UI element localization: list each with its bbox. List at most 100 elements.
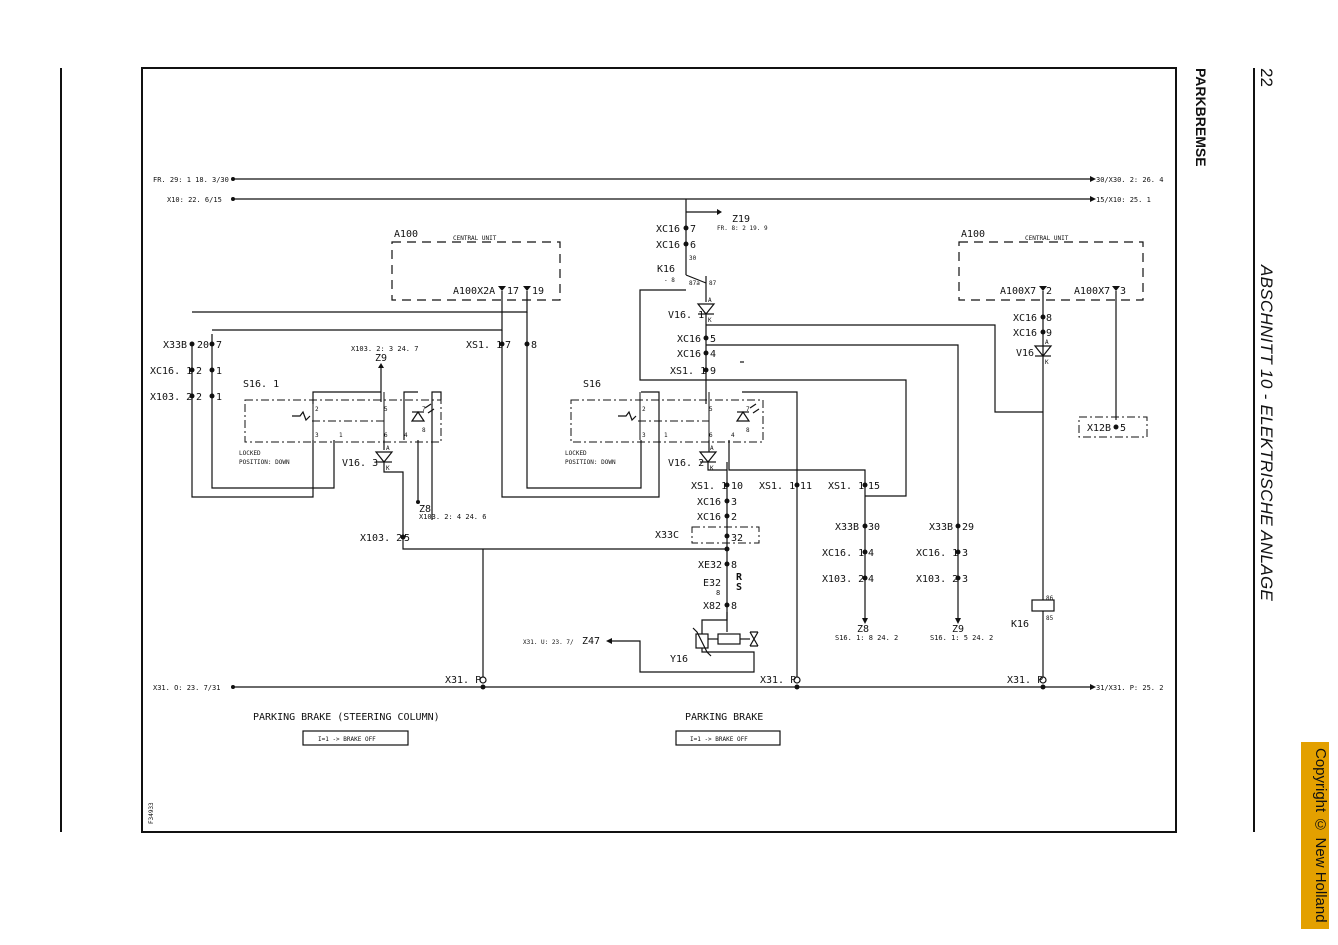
svg-text:A: A (1045, 339, 1049, 346)
z47-ref: X31. U: 23. 7/ (523, 639, 574, 646)
s16-locked-1: LOCKED (565, 450, 587, 457)
a100-left-pin-a: A100X2A (453, 286, 495, 297)
a100-right-pin-a: A100X7 (1000, 286, 1036, 297)
a100-left-unit: A100 CENTRAL UNIT A100X2A 17 19 (391, 229, 561, 301)
x103-2-lower-pin: 5 (404, 533, 410, 544)
xc16-g-pin: 8 (1046, 313, 1052, 324)
a100-left-caption: CENTRAL UNIT (453, 235, 497, 242)
svg-text:3: 3 (642, 432, 646, 439)
copyright-badge: Copyright © New Holland (1301, 742, 1329, 929)
a100-right-caption: CENTRAL UNIT (1025, 235, 1069, 242)
xe32-pin: 8 (731, 560, 737, 571)
caption-left-box: I=1 -> BRAKE OFF (318, 736, 376, 743)
v16-3-label: V16. 3 (342, 458, 378, 469)
xc16-c-label: XC16 (677, 334, 701, 345)
rail-15-right-label: 15/X10: 25. 1 (1096, 196, 1151, 204)
x33c-label: X33C (655, 530, 679, 541)
right-margin-rule (1253, 68, 1255, 832)
xc16-1-b-label: XC16. 1 (916, 548, 958, 559)
svg-text:8: 8 (746, 427, 750, 434)
figure-code: F34933 (148, 802, 155, 824)
xc16-a-pin: 7 (690, 224, 696, 235)
svg-text:K: K (386, 465, 390, 472)
xc16-e-label: XC16 (697, 497, 721, 508)
y16-label: Y16 (670, 654, 688, 665)
svg-text:5: 5 (384, 406, 388, 413)
z9-left-ref: X103. 2: 3 24. 7 (351, 345, 418, 353)
svg-text:1: 1 (664, 432, 668, 439)
rail-15-left-label: X10: 22. 6/15 (167, 196, 222, 204)
xs1-1-b-pin: 10 (731, 481, 743, 492)
x103-2-left-label: X103. 2 (150, 392, 192, 403)
x103-2-a-pin: 4 (868, 574, 874, 585)
svg-text:7: 7 (422, 406, 426, 413)
rail-30: FR. 29: 1 18. 3/30 30/X30. 2: 26. 4 (153, 176, 1163, 184)
svg-text:S: S (736, 582, 742, 593)
svg-text:7: 7 (746, 406, 750, 413)
xc16-g-label: XC16 (1013, 313, 1037, 324)
xc16-1-left-pin2: 1 (216, 366, 222, 377)
a100-left-pin-a-no: 17 (507, 286, 519, 297)
svg-text:5: 5 (709, 406, 713, 413)
x103-2-left-pin2: 1 (216, 392, 222, 403)
page-heading: PARKBREMSE (1193, 68, 1209, 167)
xc16-1-left-label: XC16. 1 (150, 366, 192, 377)
xc16-e-pin: 3 (731, 497, 737, 508)
z19-label: Z19 (732, 214, 750, 225)
caption-left-title: PARKING BRAKE (STEERING COLUMN) (253, 712, 440, 723)
a100-right-unit: A100 CENTRAL UNIT A100X7 2 A100X7 3 (958, 229, 1144, 301)
x33b-b-label: X33B (929, 522, 953, 533)
x103-2-b-label: X103. 2 (916, 574, 958, 585)
e32-label: E32 (703, 578, 721, 589)
k16-center-sub: - 8 (664, 277, 675, 284)
xc16-h-label: XC16 (1013, 328, 1037, 339)
rail-31: X31. O: 23. 7/31 31/X31. P: 25. 2 (153, 684, 1163, 692)
xc16-d-pin: 4 (710, 349, 716, 360)
diagram-frame (141, 67, 1177, 833)
a100-left-pin-b-no: 19 (532, 286, 544, 297)
k16-center-label: K16 (657, 264, 675, 275)
k16-right-86: 86 (1046, 595, 1054, 602)
x103-2-left-pin: 2 (196, 392, 202, 403)
s16-1-locked-2: POSITION: DOWN (239, 459, 290, 466)
a100-right-pin-b: A100X7 (1074, 286, 1110, 297)
rail-30-right-label: 30/X30. 2: 26. 4 (1096, 176, 1163, 184)
s16-1-locked-1: LOCKED (239, 450, 261, 457)
svg-text:K: K (708, 317, 712, 324)
rail-30-left-label: FR. 29: 1 18. 3/30 (153, 176, 229, 184)
section-title: ABSCHNITT 10 - ELEKTRISCHE ANLAGE (1257, 265, 1276, 602)
xs1-1-a-label: XS1. 1 (670, 366, 706, 377)
xc16-h-pin: 9 (1046, 328, 1052, 339)
e32-sub: 8 (716, 589, 720, 597)
z8-right-label: Z8 (857, 624, 869, 635)
x12b-label: X12B (1087, 423, 1111, 434)
x33b-left-pin: 20 (197, 340, 209, 351)
a100-left-name: A100 (394, 229, 418, 240)
captions: PARKING BRAKE (STEERING COLUMN) I=1 -> B… (253, 712, 781, 746)
x82-pin: 8 (731, 601, 737, 612)
caption-right-title: PARKING BRAKE (685, 712, 763, 723)
xs1-1-left-pin2: 8 (531, 340, 537, 351)
svg-text:3: 3 (315, 432, 319, 439)
z8-left-ref: X103. 2: 4 24. 6 (419, 513, 486, 521)
x31p-1-label: X31. P (445, 675, 481, 686)
a100-right-name: A100 (961, 229, 985, 240)
k16-pin-30: 30 (689, 255, 697, 262)
xs1-1-d-pin: 15 (868, 481, 880, 492)
x33b-left-label: X33B (163, 340, 187, 351)
z9-right-label: Z9 (952, 624, 964, 635)
xc16-1-left-pin: 2 (196, 366, 202, 377)
xs1-1-c-pin: 11 (800, 481, 812, 492)
xe32-label: XE32 (698, 560, 722, 571)
k16-pin-87: 87 (709, 280, 717, 287)
s16-locked-2: POSITION: DOWN (565, 459, 616, 466)
xc16-1-a-pin: 4 (868, 548, 874, 559)
left-margin-rule (60, 68, 62, 832)
s16-1-name: S16. 1 (243, 379, 279, 390)
v16-right-label: V16 (1016, 348, 1034, 359)
center-switch-s16: S16 LOCKED POSITION: DOWN 2 3 1 5 6 4 7 … (565, 379, 764, 466)
x12b-pin: 5 (1120, 423, 1126, 434)
svg-text:A: A (386, 445, 390, 452)
caption-right-box: I=1 -> BRAKE OFF (690, 736, 748, 743)
page-number: 22 (1257, 68, 1276, 87)
